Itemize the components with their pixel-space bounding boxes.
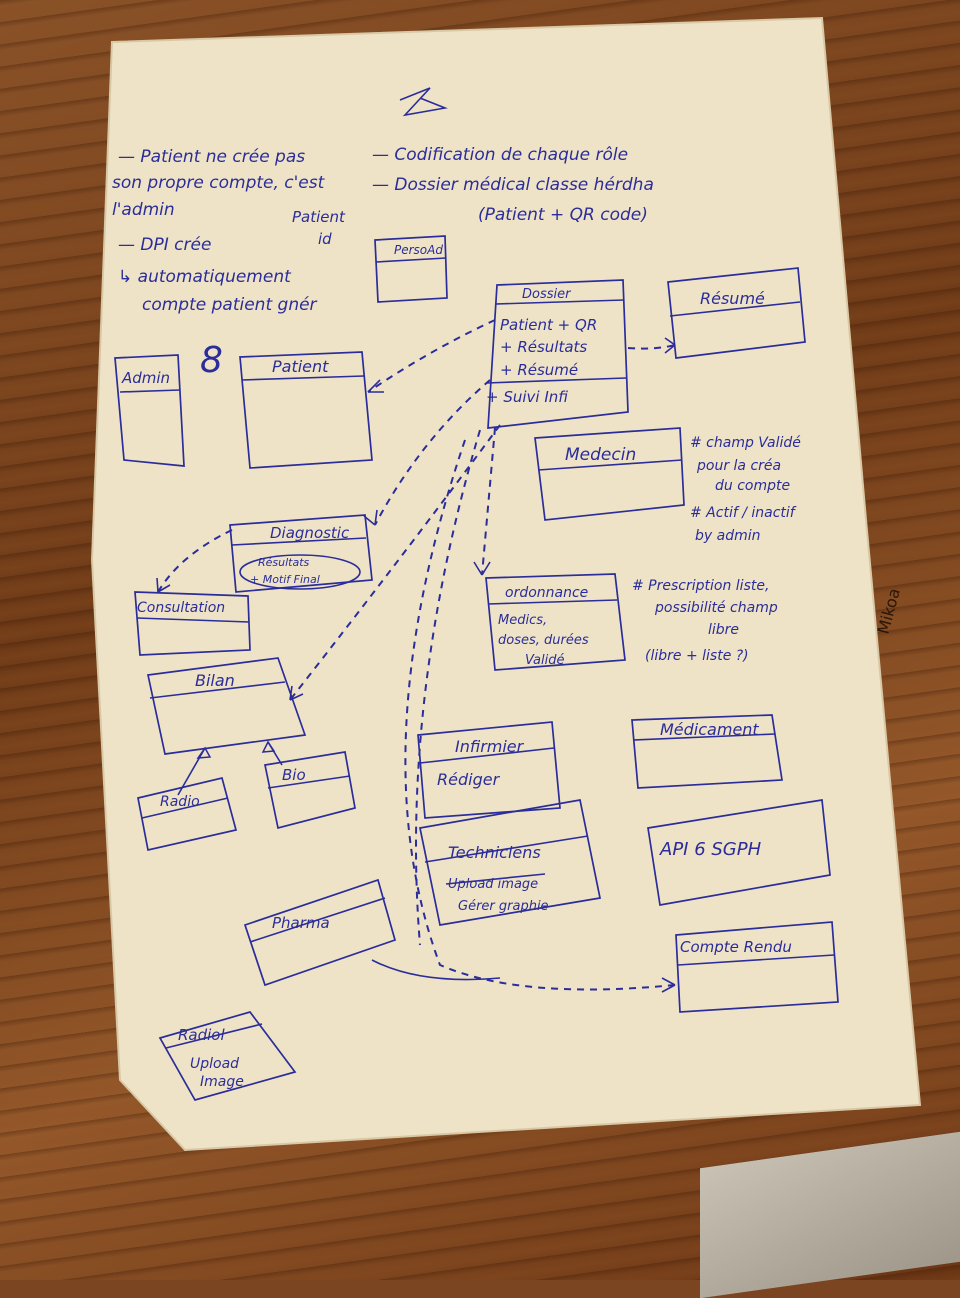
class-member: Gérer graphie xyxy=(458,899,549,914)
class-name: Medecin xyxy=(565,445,636,465)
class-name: Radiol xyxy=(178,1026,225,1044)
class-member: Validé xyxy=(525,653,565,668)
class-consultation: Consultation xyxy=(134,591,251,656)
side-note: # Actif / inactif xyxy=(690,505,797,521)
class-name: Radio xyxy=(160,794,200,810)
class-member: Rédiger xyxy=(437,770,501,789)
class-name: API 6 SGPH xyxy=(659,839,762,860)
note-line: son propre compte, c'est xyxy=(112,173,326,193)
class-name: Médicament xyxy=(660,720,759,739)
class-name: Admin xyxy=(121,369,170,387)
side-note: by admin xyxy=(695,528,761,544)
arrowheads xyxy=(156,337,676,993)
class-dossier: Dossier Patient + QR + Résultats + Résum… xyxy=(485,279,629,429)
ordonnance-side-notes: # Prescription liste, possibilité champ … xyxy=(632,578,778,664)
dossier-ordonnance-link xyxy=(481,427,496,576)
side-note: du compte xyxy=(715,478,790,494)
class-member: Upload xyxy=(190,1056,239,1072)
class-persoad: PersoAd xyxy=(374,235,448,303)
class-name: PersoAd xyxy=(394,243,443,257)
dossier-compte-rendu-link xyxy=(404,439,676,991)
class-member: Image xyxy=(200,1074,244,1090)
class-medicament: Médicament xyxy=(631,714,783,789)
note-line: — Dossier médical classe hérdha xyxy=(372,175,654,195)
patient-id-label: Patient xyxy=(292,208,346,226)
side-note: possibilité champ xyxy=(654,600,778,616)
class-name: Résumé xyxy=(700,289,765,308)
top-scribble xyxy=(399,87,448,117)
class-ordonnance: ordonnance Medics, doses, durées Validé xyxy=(485,573,626,671)
dossier-patient-link xyxy=(367,319,496,393)
class-api: API 6 SGPH xyxy=(647,799,831,906)
class-member: doses, durées xyxy=(498,633,589,648)
numeral-eight: 8 xyxy=(200,340,223,381)
class-name: Compte Rendu xyxy=(680,938,792,956)
class-name: Diagnostic xyxy=(270,524,350,542)
note-line: compte patient gnér xyxy=(142,295,318,315)
class-member: Patient + QR xyxy=(500,316,597,334)
class-radio: Radio xyxy=(137,776,238,852)
note-line: (Patient + QR code) xyxy=(478,205,648,225)
class-name: Techniciens xyxy=(448,843,541,862)
class-member: + Résultats xyxy=(500,338,587,356)
class-diagnostic: Diagnostic Résultats + Motif Final xyxy=(229,514,373,593)
class-radiol: Radiol Upload Image xyxy=(158,1011,297,1101)
note-line: — Codification de chaque rôle xyxy=(372,145,628,165)
class-techniciens: Techniciens Upload image Gérer graphie xyxy=(418,799,602,926)
class-bio: Bio xyxy=(263,751,356,830)
dossier-diagnostic-link xyxy=(374,379,491,526)
dossier-bilan-link xyxy=(289,424,501,701)
class-name: Consultation xyxy=(137,600,225,616)
class-infirmier: Infirmier Rédiger xyxy=(417,721,561,819)
class-admin: Admin xyxy=(114,354,185,467)
side-note: # Prescription liste, xyxy=(632,578,769,594)
note-line: l'admin xyxy=(112,200,175,220)
note-line: — DPI crée xyxy=(118,235,211,255)
class-compte-rendu: Compte Rendu xyxy=(675,921,839,1013)
class-member: + Motif Final xyxy=(250,573,320,586)
medecin-side-notes: # champ Validé pour la créa du compte # … xyxy=(690,435,801,544)
class-resume: Résumé xyxy=(667,267,806,359)
class-member: Résultats xyxy=(258,556,310,569)
class-name: Bilan xyxy=(195,671,235,690)
patient-id-label: id xyxy=(318,230,332,248)
class-member: Medics, xyxy=(498,613,547,628)
class-member: + Suivi Infi xyxy=(486,388,568,406)
right-notes: — Codification de chaque rôle — Dossier … xyxy=(372,145,654,225)
class-name: Infirmier xyxy=(455,737,525,756)
class-name: Bio xyxy=(282,766,306,784)
relationship-lines xyxy=(157,319,676,991)
class-name: Patient xyxy=(272,357,329,376)
side-note: pour la créa xyxy=(696,458,781,474)
pharma-link xyxy=(371,959,501,981)
note-line: — Patient ne crée pas xyxy=(118,147,305,167)
class-medecin: Medecin xyxy=(534,427,685,521)
inheritance-arrows xyxy=(177,740,283,796)
side-note: (libre + liste ?) xyxy=(645,648,749,664)
paper-surface xyxy=(90,16,922,1152)
dossier-resume-link xyxy=(627,344,676,350)
side-note: libre xyxy=(708,622,739,638)
side-note: # champ Validé xyxy=(690,435,801,451)
class-bilan: Bilan xyxy=(146,657,307,755)
diagnostic-consultation-link xyxy=(157,529,233,593)
class-patient: Patient xyxy=(239,351,373,469)
class-pharma: Pharma xyxy=(243,878,397,987)
class-name: Pharma xyxy=(272,914,330,932)
table-scribble: Mikoa xyxy=(874,586,904,636)
class-name: ordonnance xyxy=(505,585,588,601)
left-notes: — Patient ne crée pas son propre compte,… xyxy=(112,147,326,315)
class-name: Dossier xyxy=(522,287,572,302)
class-member: + Résumé xyxy=(500,361,578,379)
note-line: ↳ automatiquement xyxy=(118,267,292,287)
